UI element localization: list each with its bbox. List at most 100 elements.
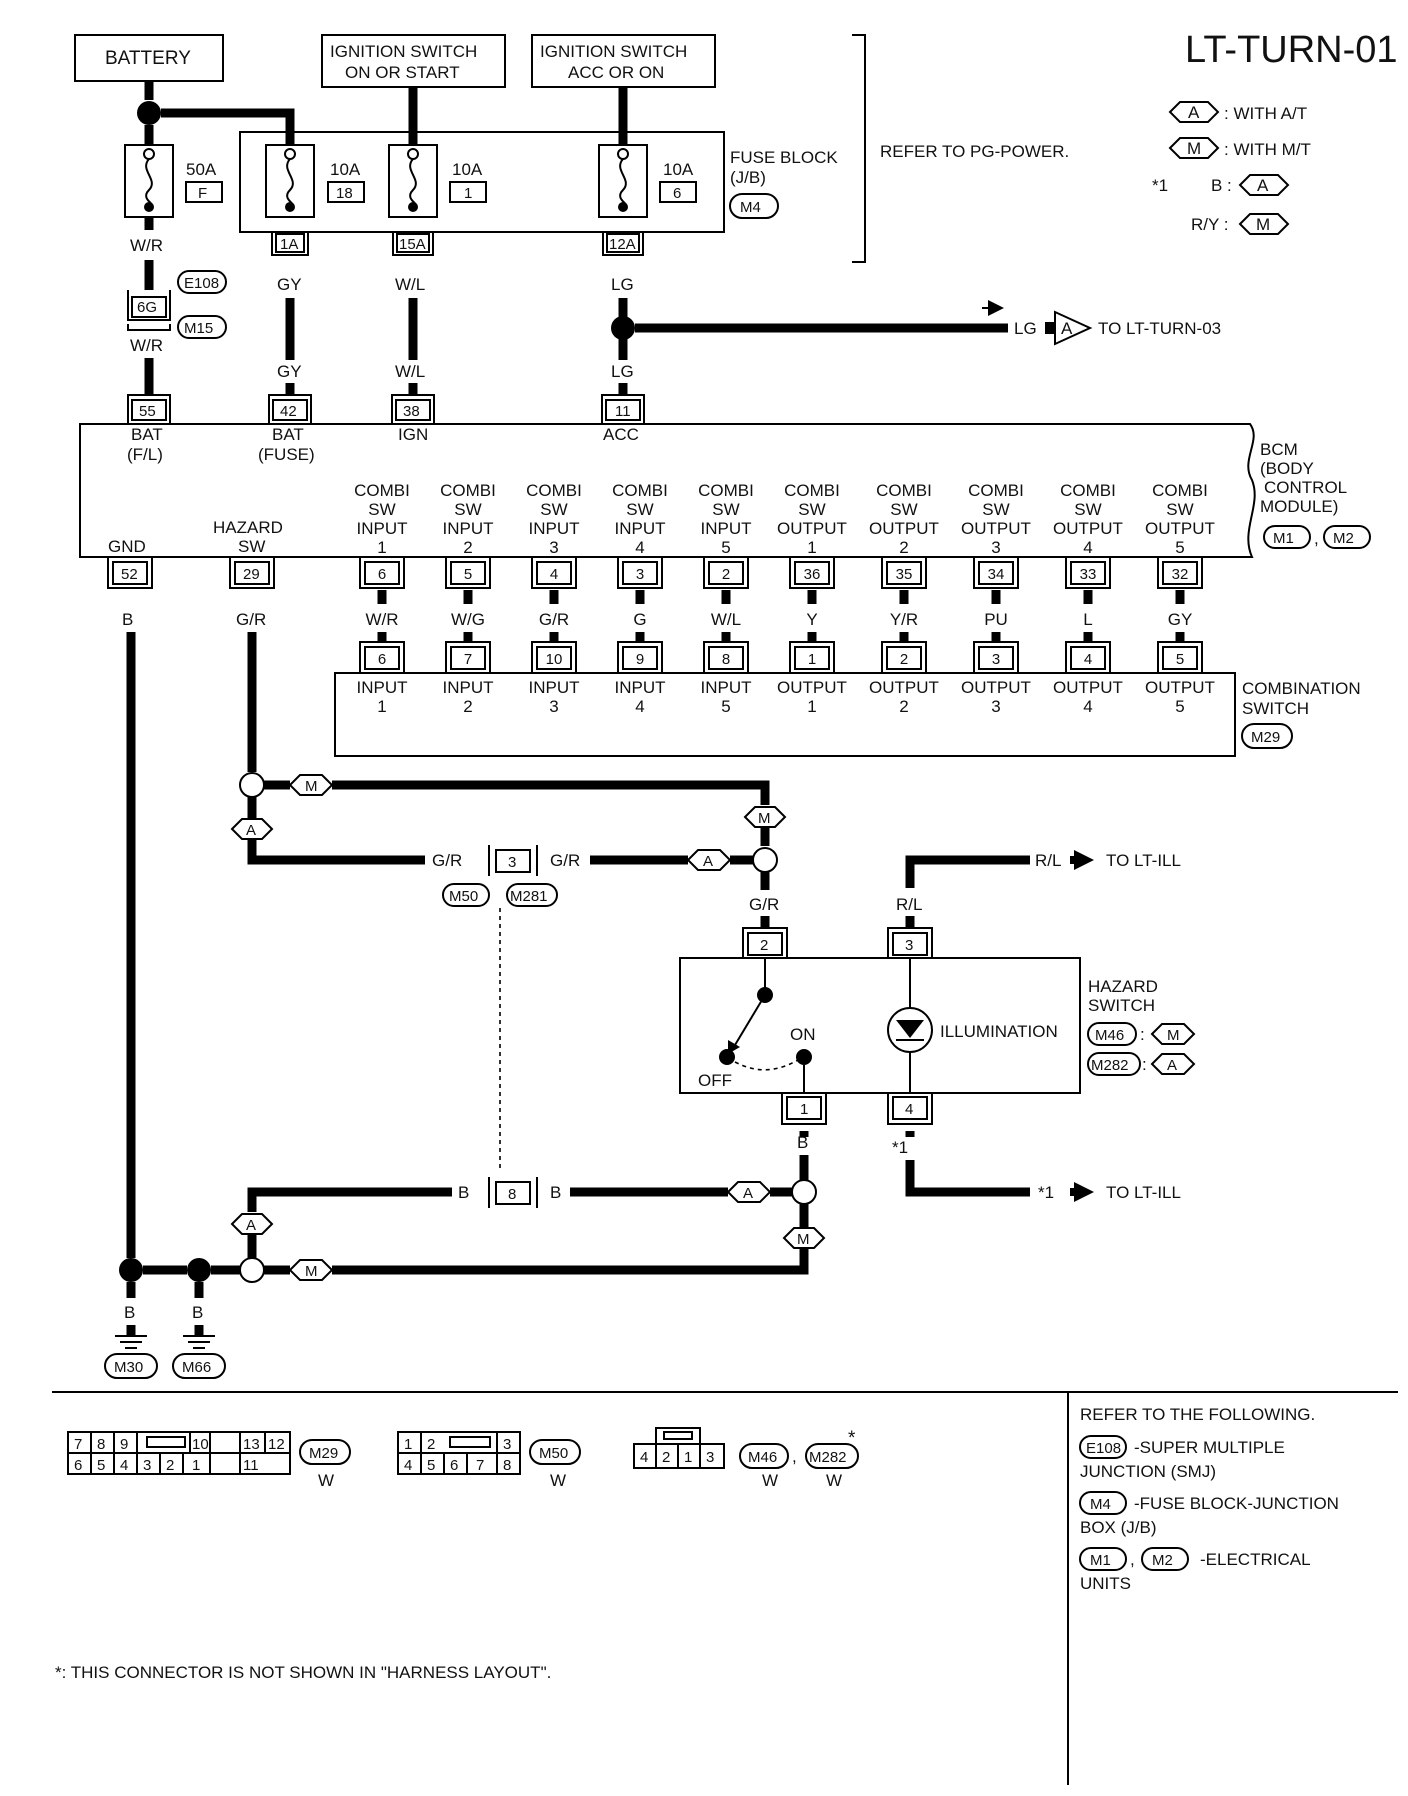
bcm-bat-fuse-2: (FUSE): [258, 445, 315, 464]
ignition-on-start-line1: IGNITION SWITCH: [330, 42, 477, 61]
m46-face-label: M46: [748, 1449, 777, 1466]
bcm-combi-6-l2: SW: [890, 500, 917, 519]
conn-12a: 12A: [609, 236, 636, 253]
refer-bracket: [852, 34, 866, 263]
cs-2-pin-box: [536, 646, 572, 670]
bcm-combi-8-l2: SW: [1074, 500, 1101, 519]
combination-switch-conn: M29: [1251, 729, 1280, 746]
bcm-bat-fuse-1: BAT: [272, 425, 304, 444]
pin4-arrow-stem: [1070, 1188, 1076, 1196]
bcm-top-pins: 55 BAT (F/L) 42 BAT (FUSE) 38 IGN 11 ACC: [127, 394, 645, 464]
legend-m-label: M: [1187, 139, 1201, 158]
a-tag-2-text: A: [703, 853, 713, 870]
m29-pin-7: 7: [74, 1436, 82, 1453]
junction-conn-m281-text: M281: [510, 888, 548, 905]
wire-pin4-route: [905, 1160, 1030, 1197]
bcm-gnd-label: GND: [108, 537, 146, 556]
bcm-combi-6-wire: Y/R: [890, 610, 918, 629]
connector-m29-face: 7 8 9 10 13 12 6 5 4 3 2 1 11 M29 W: [67, 1431, 351, 1490]
a-tag-4: [230, 1213, 274, 1235]
m50-face-label: M50: [539, 1445, 568, 1462]
bcm-conn2: M2: [1333, 530, 1354, 547]
cs-7-bracket: [973, 641, 1019, 673]
wire-lg-upper: LG: [611, 275, 634, 294]
cs-1-pin-box: [450, 646, 486, 670]
m29-pin-1: 1: [192, 1457, 200, 1474]
bcm-combi-6-bracket: [881, 557, 927, 589]
wire-wl-upper: W/L: [395, 275, 425, 294]
cs-4-pin: 8: [722, 651, 730, 668]
bcm-conn1: M1: [1273, 530, 1294, 547]
bcm-combi-9-l2: SW: [1166, 500, 1193, 519]
fuse-10a-18: 10A 18: [265, 144, 365, 218]
m29-pin-8: 8: [97, 1436, 105, 1453]
refer-heading: REFER TO THE FOLLOWING.: [1080, 1405, 1315, 1424]
hazard-colon-1: :: [1140, 1025, 1145, 1044]
bcm-combi-1-l2: SW: [454, 500, 481, 519]
cs-8-bracket: [1065, 641, 1111, 673]
wire-rl-label: R/L: [1035, 851, 1061, 870]
cs-7-l2: 3: [991, 697, 1000, 716]
cs-4-bracket: [703, 641, 749, 673]
hazard-m-tag: M: [1167, 1027, 1180, 1044]
cs-6-pin: 2: [900, 651, 908, 668]
footnote: *: THIS CONNECTOR IS NOT SHOWN IN "HARNE…: [55, 1663, 551, 1682]
ground-splice-1: [119, 1258, 143, 1282]
combination-switch-columns: 6INPUT17INPUT210INPUT39INPUT48INPUT51OUT…: [357, 641, 1215, 716]
m29-color: W: [318, 1471, 334, 1490]
pin4-dest-star: *1: [1038, 1183, 1054, 1202]
bcm-gnd-wire: B: [122, 610, 133, 629]
fuse-block-connector: M4: [740, 199, 761, 216]
m50-pin-5: 5: [427, 1457, 435, 1474]
bcm-combi-0-l4: 1: [377, 538, 386, 557]
ground1-wire: B: [124, 1303, 135, 1322]
bcm-combi-0-l1: COMBI: [354, 481, 410, 500]
m-tag-1-text: M: [305, 778, 318, 795]
cs-0-l2: 1: [377, 697, 386, 716]
legend-star1: *1: [1152, 176, 1168, 195]
fuse-10a-6: 10A 6: [598, 144, 697, 218]
bcm-combi-1-l4: 2: [463, 538, 472, 557]
refer-m4-1: -FUSE BLOCK-JUNCTION: [1134, 1494, 1339, 1513]
junction-pin-8-text: 8: [508, 1186, 516, 1203]
cs-5-bracket: [789, 641, 835, 673]
hazard-pin-2: 2: [760, 937, 768, 954]
wire-rl: [905, 855, 1030, 888]
m282-color: W: [826, 1471, 842, 1490]
bcm-combi-8-bracket: [1065, 557, 1111, 589]
bcm-combi-2-bracket: [531, 557, 577, 589]
bcm-pin-42: 42: [280, 403, 297, 420]
m29-pin-10: 10: [192, 1436, 209, 1453]
bcm-combi-6-pin: 35: [896, 566, 913, 583]
cs-6-bracket: [881, 641, 927, 673]
cs-9-l1: OUTPUT: [1145, 678, 1215, 697]
bcm-pin-11: 11: [615, 403, 631, 420]
legend-a-label: A: [1188, 103, 1200, 122]
fuse-50a: 50A F: [124, 144, 223, 218]
m46-comma: ,: [792, 1447, 797, 1466]
m29-pin-2: 2: [166, 1457, 174, 1474]
m46-pin-4: 4: [640, 1449, 648, 1466]
cs-3-l2: 4: [635, 697, 644, 716]
hazard-colon-2: :: [1142, 1055, 1147, 1074]
fuse-1-id: 1: [464, 185, 472, 202]
rl-arrow-stem: [1070, 856, 1076, 864]
bcm-bat-fl-2: (F/L): [127, 445, 163, 464]
lg-branch-label: A: [1061, 319, 1073, 338]
bcm-combi-7-l3: OUTPUT: [961, 519, 1031, 538]
bcm-combi-0-l3: INPUT: [357, 519, 408, 538]
battery-label: BATTERY: [105, 48, 191, 69]
m-tag-3: [782, 1227, 826, 1249]
refer-m4-2: BOX (J/B): [1080, 1518, 1157, 1537]
bcm-combi-2-l2: SW: [540, 500, 567, 519]
refer-m4: M4: [1090, 1496, 1111, 1513]
bcm-body: [79, 423, 1256, 558]
m29-pin-11: 11: [243, 1457, 259, 1474]
bcm-combi-0-pin: 6: [378, 566, 386, 583]
cs-9-pin: 5: [1176, 651, 1184, 668]
junction-conn-m50-text: M50: [449, 888, 478, 905]
junction-gr-right: G/R: [550, 851, 580, 870]
refer-m-1: -ELECTRICAL: [1200, 1550, 1311, 1569]
cs-2-bracket: [531, 641, 577, 673]
ignition-on-start-line2: ON OR START: [345, 63, 460, 82]
